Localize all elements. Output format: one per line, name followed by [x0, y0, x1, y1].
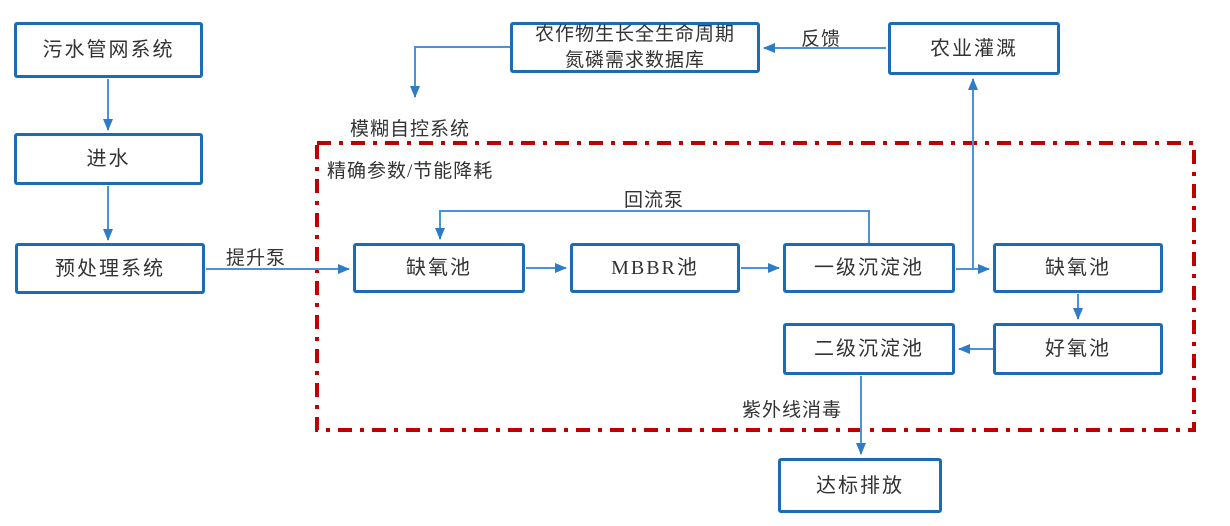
node-agricultural-irrigation: 农业灌溉 — [888, 22, 1060, 75]
node-influent: 进水 — [14, 133, 203, 185]
node-primary-sedimentation-tank: 一级沉淀池 — [783, 243, 955, 293]
dashed-control-region — [315, 141, 1196, 432]
label-precise-parameters: 精确参数/节能降耗 — [327, 161, 494, 182]
node-sewage-network: 污水管网系统 — [14, 22, 203, 78]
node-pretreatment: 预处理系统 — [15, 243, 205, 294]
edge-database-to-fuzzy-control — [410, 46, 510, 98]
node-compliant-discharge: 达标排放 — [778, 458, 942, 513]
label-uv-disinfection: 紫外线消毒 — [742, 400, 843, 421]
node-aerobic-tank: 好氧池 — [993, 323, 1163, 375]
label-feedback: 反馈 — [801, 29, 842, 50]
edge-return-pump — [435, 210, 870, 243]
node-secondary-sedimentation-tank: 二级沉淀池 — [783, 323, 955, 375]
node-anoxic-tank-1: 缺氧池 — [353, 243, 525, 293]
label-fuzzy-control-system: 模糊自控系统 — [350, 119, 471, 140]
node-anoxic-tank-2: 缺氧池 — [993, 243, 1163, 293]
label-return-pump: 回流泵 — [624, 190, 685, 211]
node-crop-nutrient-database: 农作物生长全生命周期 氮磷需求数据库 — [510, 22, 760, 73]
node-mbbr-tank: MBBR池 — [570, 243, 740, 293]
label-lift-pump: 提升泵 — [226, 248, 287, 269]
